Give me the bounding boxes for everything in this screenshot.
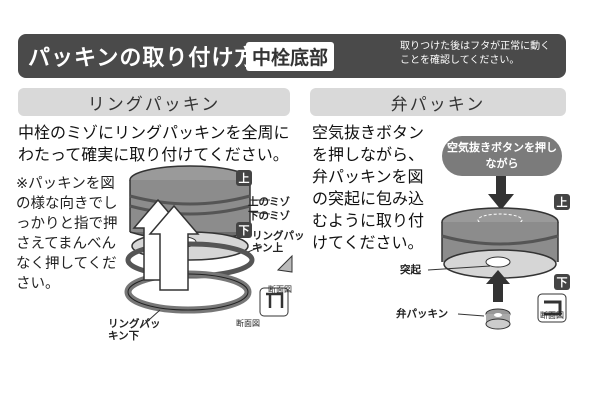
air-release-bubble: 空気抜きボタンを押しながら (442, 136, 562, 176)
badge-top-right: 上 (554, 194, 570, 210)
ring-packing-note: ※パッキンを図の様な向きでしっかりと指で押さえてまんべんなく押してください。 (16, 176, 118, 292)
label-ring-packing-top: リングパッキン上 (252, 230, 305, 254)
label-cross-section-2: 断面図 (236, 319, 260, 328)
label-cross-section-1: 断面図 (268, 285, 292, 294)
page-title: パッキンの取り付け方 (28, 46, 258, 71)
valve-packing-instruction: 空気抜きボタンを押しながら、弁パッキンを図の突起に包み込むように取り付けてくださ… (312, 123, 425, 252)
header-note: 取りつけた後はフタが正常に動くことを確認してください。 (400, 41, 551, 66)
ring-packing-instruction: 中栓のミゾにリングパッキンを全周にわたって確実に取り付けてください。 (18, 123, 290, 164)
title-tag: 中栓底部 (246, 42, 335, 71)
valve-packing-illustration (427, 176, 567, 330)
label-protrusion: 突起 (400, 264, 421, 276)
badge-bottom-left: 下 (236, 222, 252, 238)
section-heading-valve-packing: 弁パッキン (310, 88, 566, 116)
label-cross-section-right: 断面図 (540, 311, 564, 320)
label-ring-packing-bottom: リングパッキン下 (108, 318, 161, 342)
ring-packing-illustration (124, 165, 293, 329)
section-heading-ring-packing: リングパッキン (18, 88, 290, 116)
badge-top-left: 上 (236, 170, 252, 186)
label-valve-packing: 弁パッキン (396, 308, 449, 320)
label-upper-groove: 上のミゾ (248, 196, 290, 208)
badge-bottom-right: 下 (554, 274, 570, 290)
label-lower-groove: 下のミゾ (248, 210, 290, 222)
